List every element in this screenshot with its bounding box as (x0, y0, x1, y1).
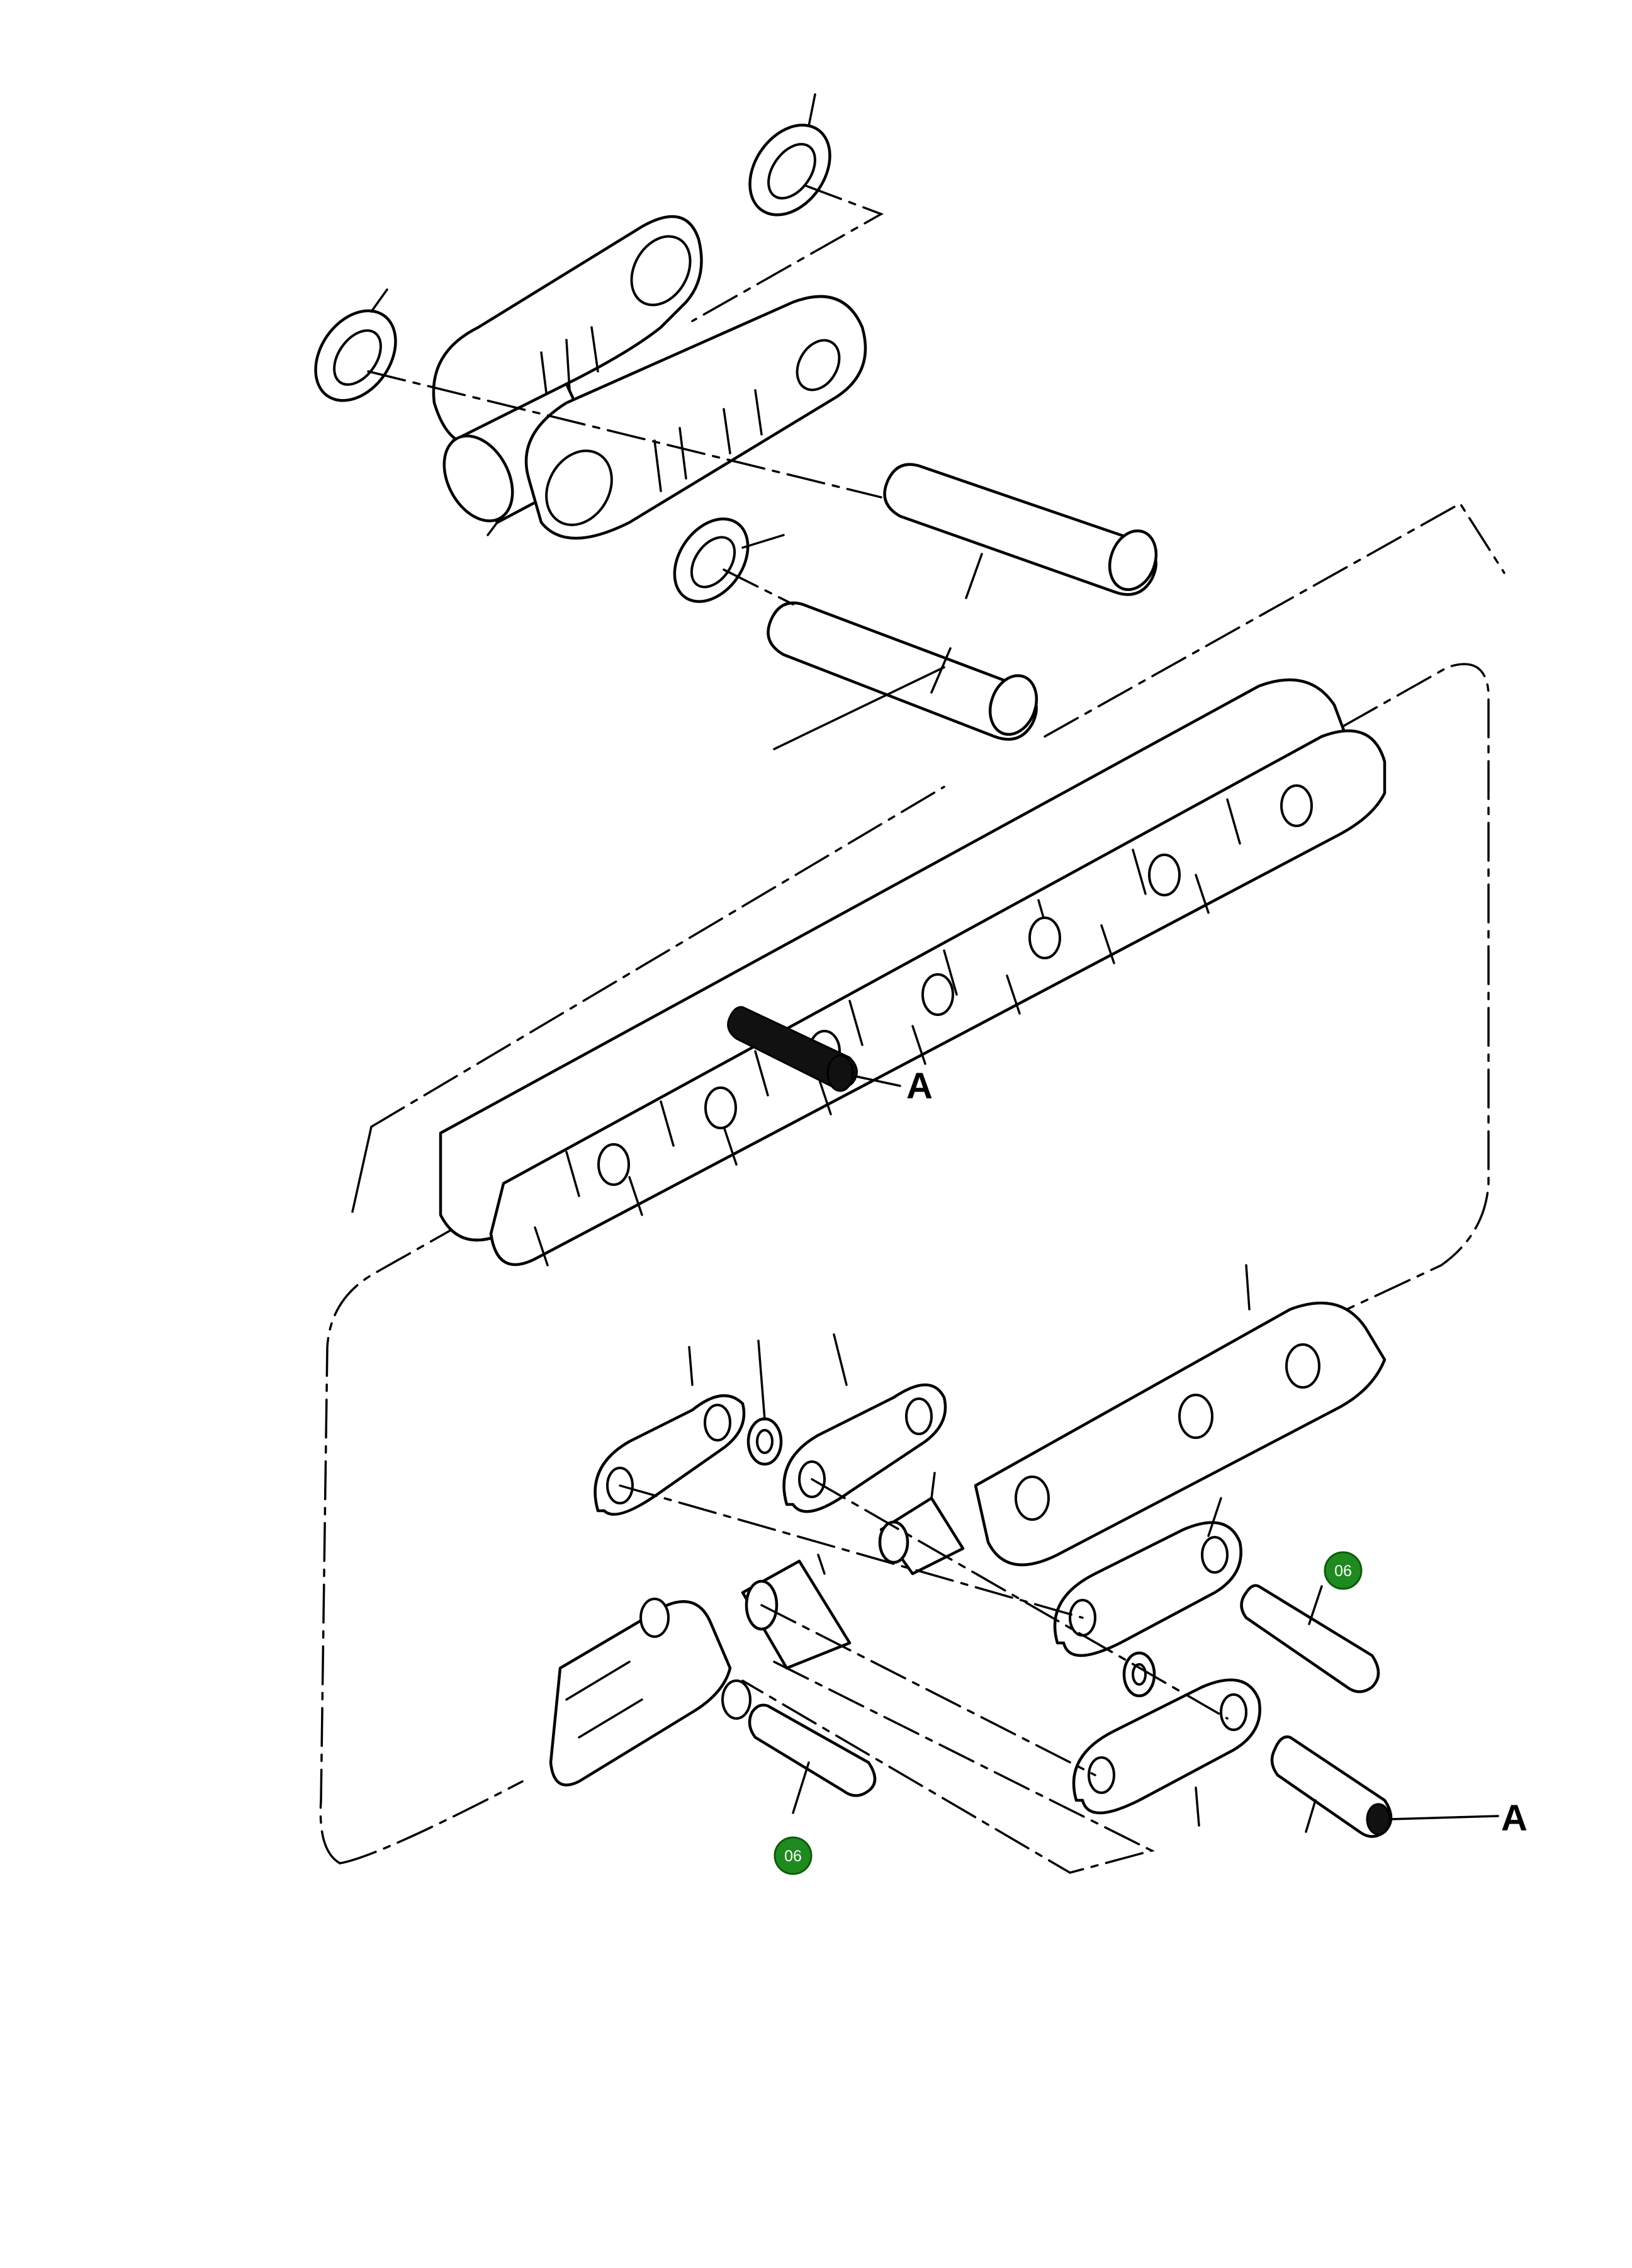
bushing-lower (741, 1554, 852, 1670)
link-lower-bottom (1072, 1678, 1261, 1827)
chain-link-segments (534, 784, 1313, 1267)
chain-section-left (549, 1598, 751, 1786)
badge-label-left: 06 (784, 1848, 802, 1865)
seal-top-left (314, 288, 397, 402)
badge-label-right: 06 (1334, 1562, 1352, 1580)
item-badge-right[interactable]: 06 (1324, 1551, 1363, 1590)
seal-lower-small (746, 1340, 783, 1466)
top-link-assembly (314, 93, 1158, 750)
chain-section-right (974, 1264, 1387, 1567)
link-lower-left (594, 1346, 746, 1516)
lower-exploded-assembly: A (549, 1264, 1528, 1874)
master-pin (727, 1006, 858, 1092)
seal-top-right (748, 93, 831, 217)
pin-bottom-right (1270, 1735, 1499, 1838)
pin-right (1240, 1584, 1380, 1693)
link-lower-mid (782, 1333, 947, 1513)
pin-lower (767, 601, 1038, 741)
pin-left (748, 1703, 877, 1814)
pin-upper (883, 463, 1158, 599)
assembly-bracket (319, 502, 1505, 1865)
ref-label-a-top: A (906, 1066, 933, 1107)
item-badge-left[interactable]: 06 (774, 1836, 813, 1875)
link-lower-right-top (1053, 1497, 1242, 1657)
seal-center (673, 517, 785, 603)
chain-assembled-upper: A (439, 678, 1387, 1267)
ref-label-a-bottom: A (1501, 1798, 1528, 1839)
link-front (524, 295, 867, 540)
